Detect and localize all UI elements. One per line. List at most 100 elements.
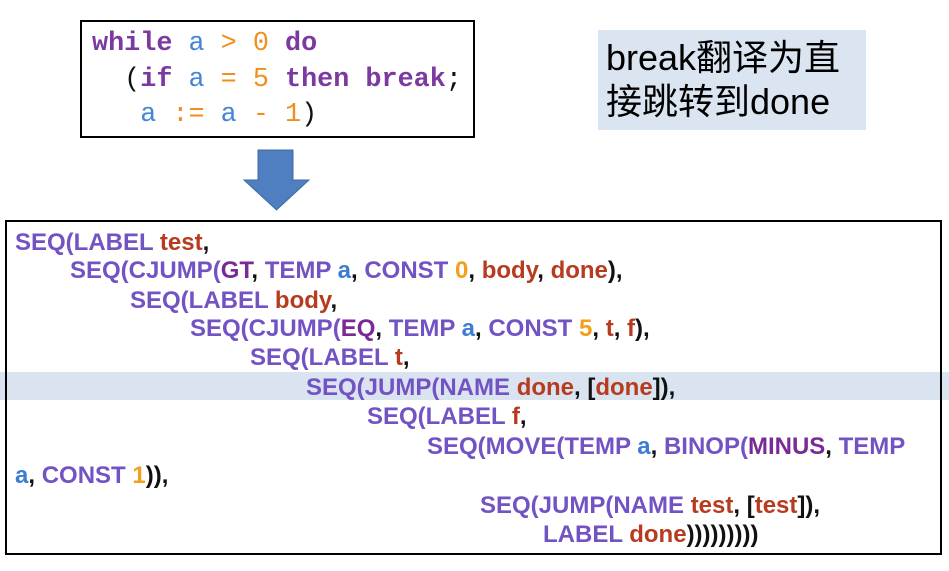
- ir-line: SEQ(CJUMP(GT, TEMP a, CONST 0, body, don…: [70, 256, 623, 285]
- ir-label-token: test: [159, 228, 203, 256]
- ir-line: a, CONST 1)),: [15, 461, 168, 490]
- code-punct-token: ): [301, 100, 318, 131]
- ir-label-token: f: [511, 402, 520, 430]
- ir-temp-token: a: [337, 256, 351, 284]
- ir-label-token: done: [516, 373, 575, 401]
- ir-node-token: CONST: [364, 256, 455, 284]
- ir-node-token: CONST: [488, 314, 579, 342]
- ir-node-token: LABEL: [543, 520, 630, 548]
- code-var-token: a: [92, 100, 173, 131]
- ir-label-token: t: [605, 314, 614, 342]
- ir-label-token: done: [550, 256, 608, 284]
- ir-num-token: 5: [579, 314, 593, 342]
- ir-node-token: CONST: [41, 461, 133, 489]
- ir-punct-token: ,: [825, 432, 839, 460]
- ir-line: SEQ(MOVE(TEMP a, BINOP(MINUS, TEMP: [427, 432, 905, 461]
- ir-line: SEQ(LABEL body,: [130, 286, 337, 315]
- ir-line: LABEL done))))))))): [543, 520, 759, 549]
- code-keyword-token: do: [285, 29, 318, 60]
- ir-punct-token: ]),: [797, 491, 821, 519]
- down-arrow-icon: [243, 149, 311, 211]
- note-box: break翻译为直 接跳转到done: [598, 30, 866, 130]
- note-line: 接跳转到done: [606, 81, 831, 122]
- ir-punct-token: , [: [574, 373, 596, 401]
- ir-label-token: test: [690, 491, 734, 519]
- ir-temp-token: a: [461, 314, 475, 342]
- ir-punct-token: ),: [607, 256, 623, 284]
- ir-label-token: body: [274, 286, 331, 314]
- code-op-token: = 5: [220, 64, 285, 95]
- ir-punct-token: , [: [733, 491, 755, 519]
- ir-punct-token: ,: [330, 286, 338, 314]
- code-punct-token: (: [92, 64, 141, 95]
- code-var-token: a: [220, 100, 253, 131]
- ir-punct-token: ,: [592, 314, 606, 342]
- code-keyword-token: while: [92, 29, 189, 60]
- code-keyword-token: then break: [285, 64, 446, 95]
- ir-node-token: TEMP: [388, 314, 462, 342]
- ir-line: SEQ(LABEL f,: [367, 402, 527, 431]
- ir-temp-token: a: [15, 461, 29, 489]
- ir-line: SEQ(CJUMP(EQ, TEMP a, CONST 5, t, f),: [190, 314, 650, 343]
- code-op-token: :=: [172, 100, 221, 131]
- ir-label-token: f: [627, 314, 636, 342]
- ir-punct-token: ,: [468, 256, 482, 284]
- source-code-line: a := a - 1): [92, 98, 473, 134]
- source-code-box: while a > 0 do (if a = 5 then break; a :…: [80, 20, 475, 138]
- ir-punct-token: ,: [650, 432, 664, 460]
- ir-node-token: TEMP: [838, 432, 906, 460]
- ir-punct-token: ,: [613, 314, 628, 342]
- highlight-band: [0, 372, 949, 400]
- ir-node-token: TEMP: [264, 256, 338, 284]
- ir-temp-token: a: [637, 432, 651, 460]
- code-op-token: > 0: [220, 29, 285, 60]
- ir-node-token: SEQ(JUMP(NAME: [306, 373, 517, 401]
- ir-num-token: 1: [132, 461, 146, 489]
- code-keyword-token: if: [140, 64, 189, 95]
- ir-num-token: 0: [454, 256, 469, 284]
- ir-node-token: SEQ(JUMP(NAME: [480, 491, 691, 519]
- ir-node-token: SEQ(MOVE(TEMP: [427, 432, 638, 460]
- ir-line: SEQ(JUMP(NAME done, [done]),: [306, 373, 675, 402]
- ir-punct-token: ,: [375, 314, 389, 342]
- ir-node-token: SEQ(CJUMP(: [70, 256, 221, 284]
- ir-node-token: SEQ(LABEL: [15, 228, 160, 256]
- ir-node-token: BINOP(: [663, 432, 748, 460]
- source-code-line: (if a = 5 then break;: [92, 63, 473, 99]
- code-var-token: a: [188, 64, 221, 95]
- ir-punct-token: ,: [350, 256, 365, 284]
- code-op-token: - 1: [252, 100, 302, 131]
- ir-line: SEQ(LABEL t,: [250, 343, 410, 372]
- ir-label-token: body: [481, 256, 538, 284]
- ir-punct-token: ,: [519, 402, 527, 430]
- ir-line: SEQ(JUMP(NAME test, [test]),: [480, 491, 820, 520]
- ir-node-token: SEQ(LABEL: [367, 402, 512, 430]
- code-punct-token: ;: [445, 64, 462, 95]
- ir-label-token: done: [595, 373, 653, 401]
- ir-punct-token: ,: [251, 256, 265, 284]
- ir-punct-token: ,: [474, 314, 489, 342]
- ir-label-token: t: [394, 343, 403, 371]
- ir-punct-token: ,: [28, 461, 42, 489]
- ir-node-token: SEQ(LABEL: [250, 343, 395, 371]
- ir-node-token: SEQ(CJUMP(: [190, 314, 341, 342]
- ir-punct-token: ,: [537, 256, 551, 284]
- ir-punct-token: ,: [402, 343, 410, 371]
- ir-punct-token: ,: [202, 228, 210, 256]
- ir-label-token: test: [754, 491, 798, 519]
- ir-op-token: GT: [220, 256, 252, 284]
- source-code-line: while a > 0 do: [92, 27, 473, 63]
- ir-punct-token: ))))))))): [686, 520, 759, 548]
- ir-op-token: EQ: [340, 314, 376, 342]
- ir-node-token: SEQ(LABEL: [130, 286, 275, 314]
- code-var-token: a: [188, 29, 221, 60]
- note-line: break翻译为直: [606, 37, 841, 78]
- ir-line: SEQ(LABEL test,: [15, 228, 209, 257]
- ir-punct-token: ]),: [652, 373, 676, 401]
- ir-punct-token: )),: [145, 461, 169, 489]
- ir-op-token: MINUS: [747, 432, 826, 460]
- down-arrow-shape: [243, 149, 311, 211]
- ir-punct-token: ),: [635, 314, 650, 342]
- ir-label-token: done: [629, 520, 687, 548]
